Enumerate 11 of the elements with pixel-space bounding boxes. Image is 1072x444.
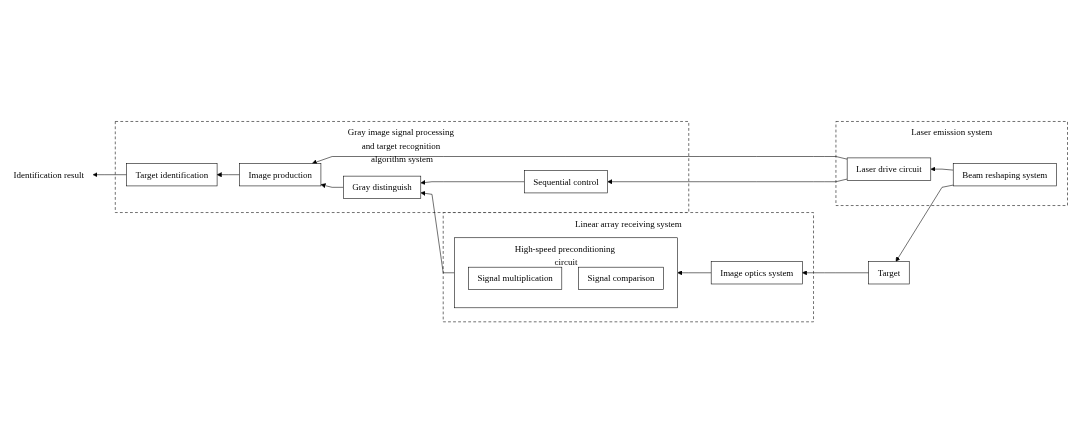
node-text: Identification result [13,170,84,180]
node-box: Beam reshaping system [952,163,1057,187]
node-box: Image production [239,163,322,187]
node-box: Target [868,261,910,285]
node-box: Signal comparison [578,267,664,291]
node-box: Signal multiplication [468,267,563,291]
node-box: Gray distinguish [343,176,422,200]
node-box: Laser drive circuit [846,157,932,181]
node-box: Target identification [126,163,218,187]
node-box: Sequential control [524,170,608,194]
node-box: Image optics system [710,261,803,285]
